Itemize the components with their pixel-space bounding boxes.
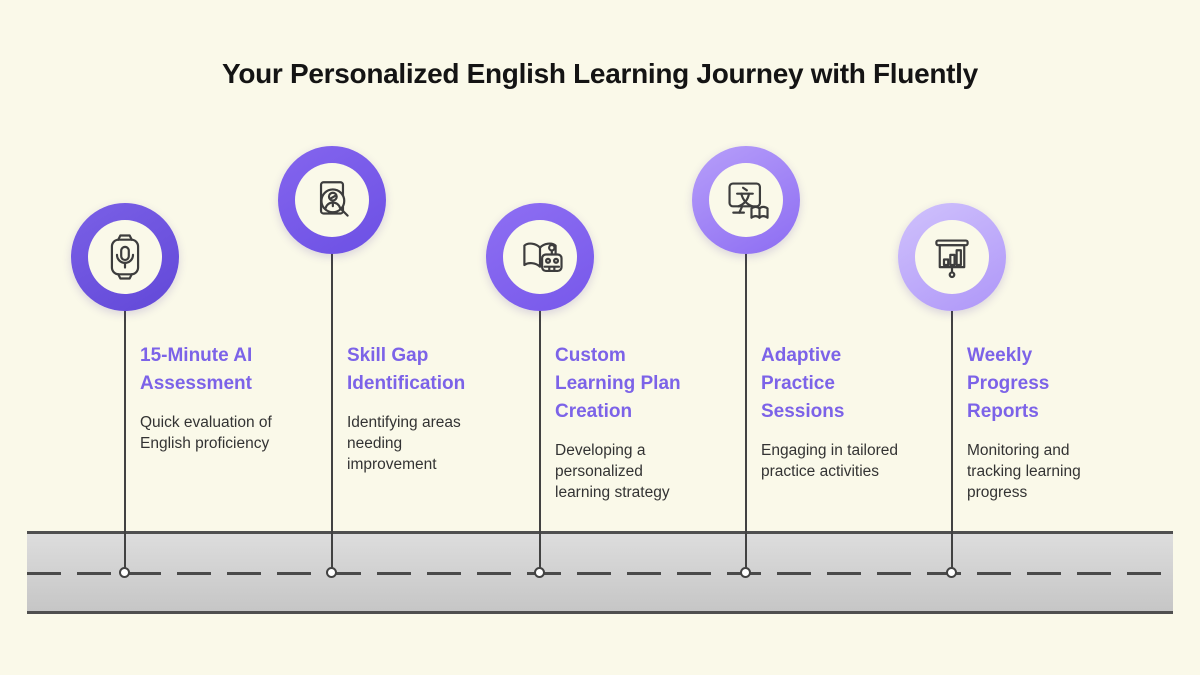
milestone-icon-ring: [278, 146, 386, 254]
milestone-title: Weekly Progress Reports: [967, 345, 1050, 422]
milestone-icon-ring: [692, 146, 800, 254]
milestone-road-dot: [946, 567, 957, 578]
milestone-icon-disc: [503, 220, 577, 294]
road: [27, 531, 1173, 614]
milestone-description: Developing a personalized learning strat…: [555, 442, 670, 501]
milestone-description: Monitoring and tracking learning progres…: [967, 442, 1081, 501]
milestone-connector-line: [539, 309, 541, 573]
milestone-description: Identifying areas needing improvement: [347, 414, 461, 473]
milestone-icon-ring: [486, 203, 594, 311]
profile-search-icon: [319, 181, 349, 217]
milestone-icon-disc: [915, 220, 989, 294]
milestone-description: Quick evaluation of English proficiency: [140, 414, 272, 452]
milestone-title: 15-Minute AI Assessment: [140, 345, 253, 394]
presentation-bar-chart-icon: [935, 239, 969, 279]
milestone-text: Custom Learning Plan Creation Developing…: [555, 342, 740, 503]
milestone-title: Custom Learning Plan Creation: [555, 345, 681, 422]
milestone-connector-line: [951, 309, 953, 573]
mic-smartwatch-icon: [110, 234, 140, 280]
milestone-title: Adaptive Practice Sessions: [761, 345, 845, 422]
milestone-icon-disc: [295, 163, 369, 237]
milestone-text: Skill Gap Identification Identifying are…: [347, 342, 532, 475]
milestone-text: Adaptive Practice Sessions Engaging in t…: [761, 342, 946, 482]
milestone-connector-line: [331, 252, 333, 573]
page-title: Your Personalized English Learning Journ…: [222, 58, 978, 89]
milestone-description: Engaging in tailored practice activities: [761, 442, 899, 480]
milestone-text: 15-Minute AI Assessment Quick evaluation…: [140, 342, 325, 454]
milestone-icon-ring: [898, 203, 1006, 311]
milestone-road-dot: [326, 567, 337, 578]
language-screen-book-icon: [728, 182, 769, 219]
milestone-icon-disc: [709, 163, 783, 237]
milestone-icon-disc: [88, 220, 162, 294]
milestone-connector-line: [745, 252, 747, 573]
milestone-icon-ring: [71, 203, 179, 311]
milestone-text: Weekly Progress Reports Monitoring and t…: [967, 342, 1152, 503]
book-robot-icon: [523, 242, 563, 273]
milestone-road-dot: [740, 567, 751, 578]
milestone-connector-line: [124, 309, 126, 573]
road-center-dashed-line: [27, 572, 1173, 575]
milestone-road-dot: [534, 567, 545, 578]
milestone-road-dot: [119, 567, 130, 578]
milestone-title: Skill Gap Identification: [347, 345, 466, 394]
